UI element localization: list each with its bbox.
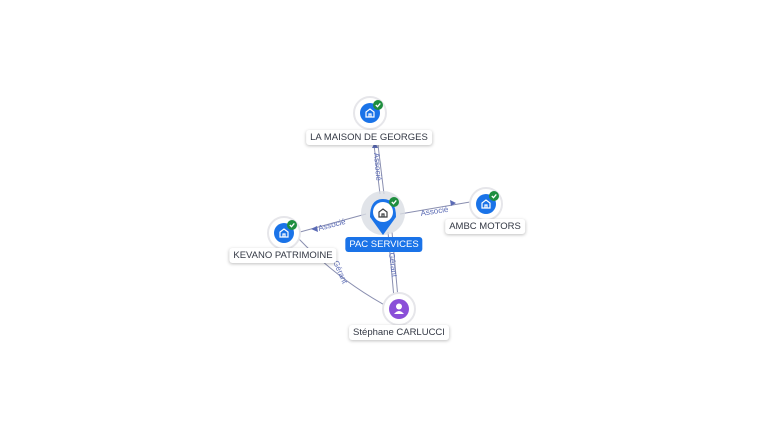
verified-icon <box>287 220 297 230</box>
node-label-stephane[interactable]: Stéphane CARLUCCI <box>349 325 449 340</box>
edge-center-ambc <box>399 201 471 215</box>
building-icon <box>378 208 388 218</box>
node-label-kevano[interactable]: KEVANO PATRIMOINE <box>229 248 337 263</box>
node-label-center[interactable]: PAC SERVICES <box>345 237 423 252</box>
edge-arrow <box>311 226 318 232</box>
node-maison <box>353 96 387 130</box>
building-icon <box>279 228 289 238</box>
node-ambc <box>469 187 503 221</box>
edge-center-maison-2 <box>377 144 385 195</box>
verified-icon <box>389 197 399 207</box>
edge-label-stephane: Gérant <box>387 252 399 278</box>
edge-kevano-stephane <box>297 237 391 309</box>
building-icon <box>365 108 375 118</box>
verified-icon <box>489 191 499 201</box>
edge-label-stephane-kevano: Gérant <box>331 259 349 286</box>
edge-arrow <box>372 142 378 148</box>
building-icon <box>481 199 491 209</box>
node-label-ambc[interactable]: AMBC MOTORS <box>445 219 525 234</box>
edge-arrow <box>450 200 456 206</box>
node-kevano <box>267 216 301 250</box>
edge-label-maison: Associé <box>372 152 383 181</box>
edge-label-kevano: Associé <box>317 217 347 233</box>
verified-icon <box>373 100 383 110</box>
node-center <box>361 191 405 235</box>
node-stephane <box>382 292 416 326</box>
node-label-maison[interactable]: LA MAISON DE GEORGES <box>306 130 432 145</box>
edge-label-ambc: Associé <box>420 205 450 218</box>
edge-center-maison <box>373 144 381 195</box>
